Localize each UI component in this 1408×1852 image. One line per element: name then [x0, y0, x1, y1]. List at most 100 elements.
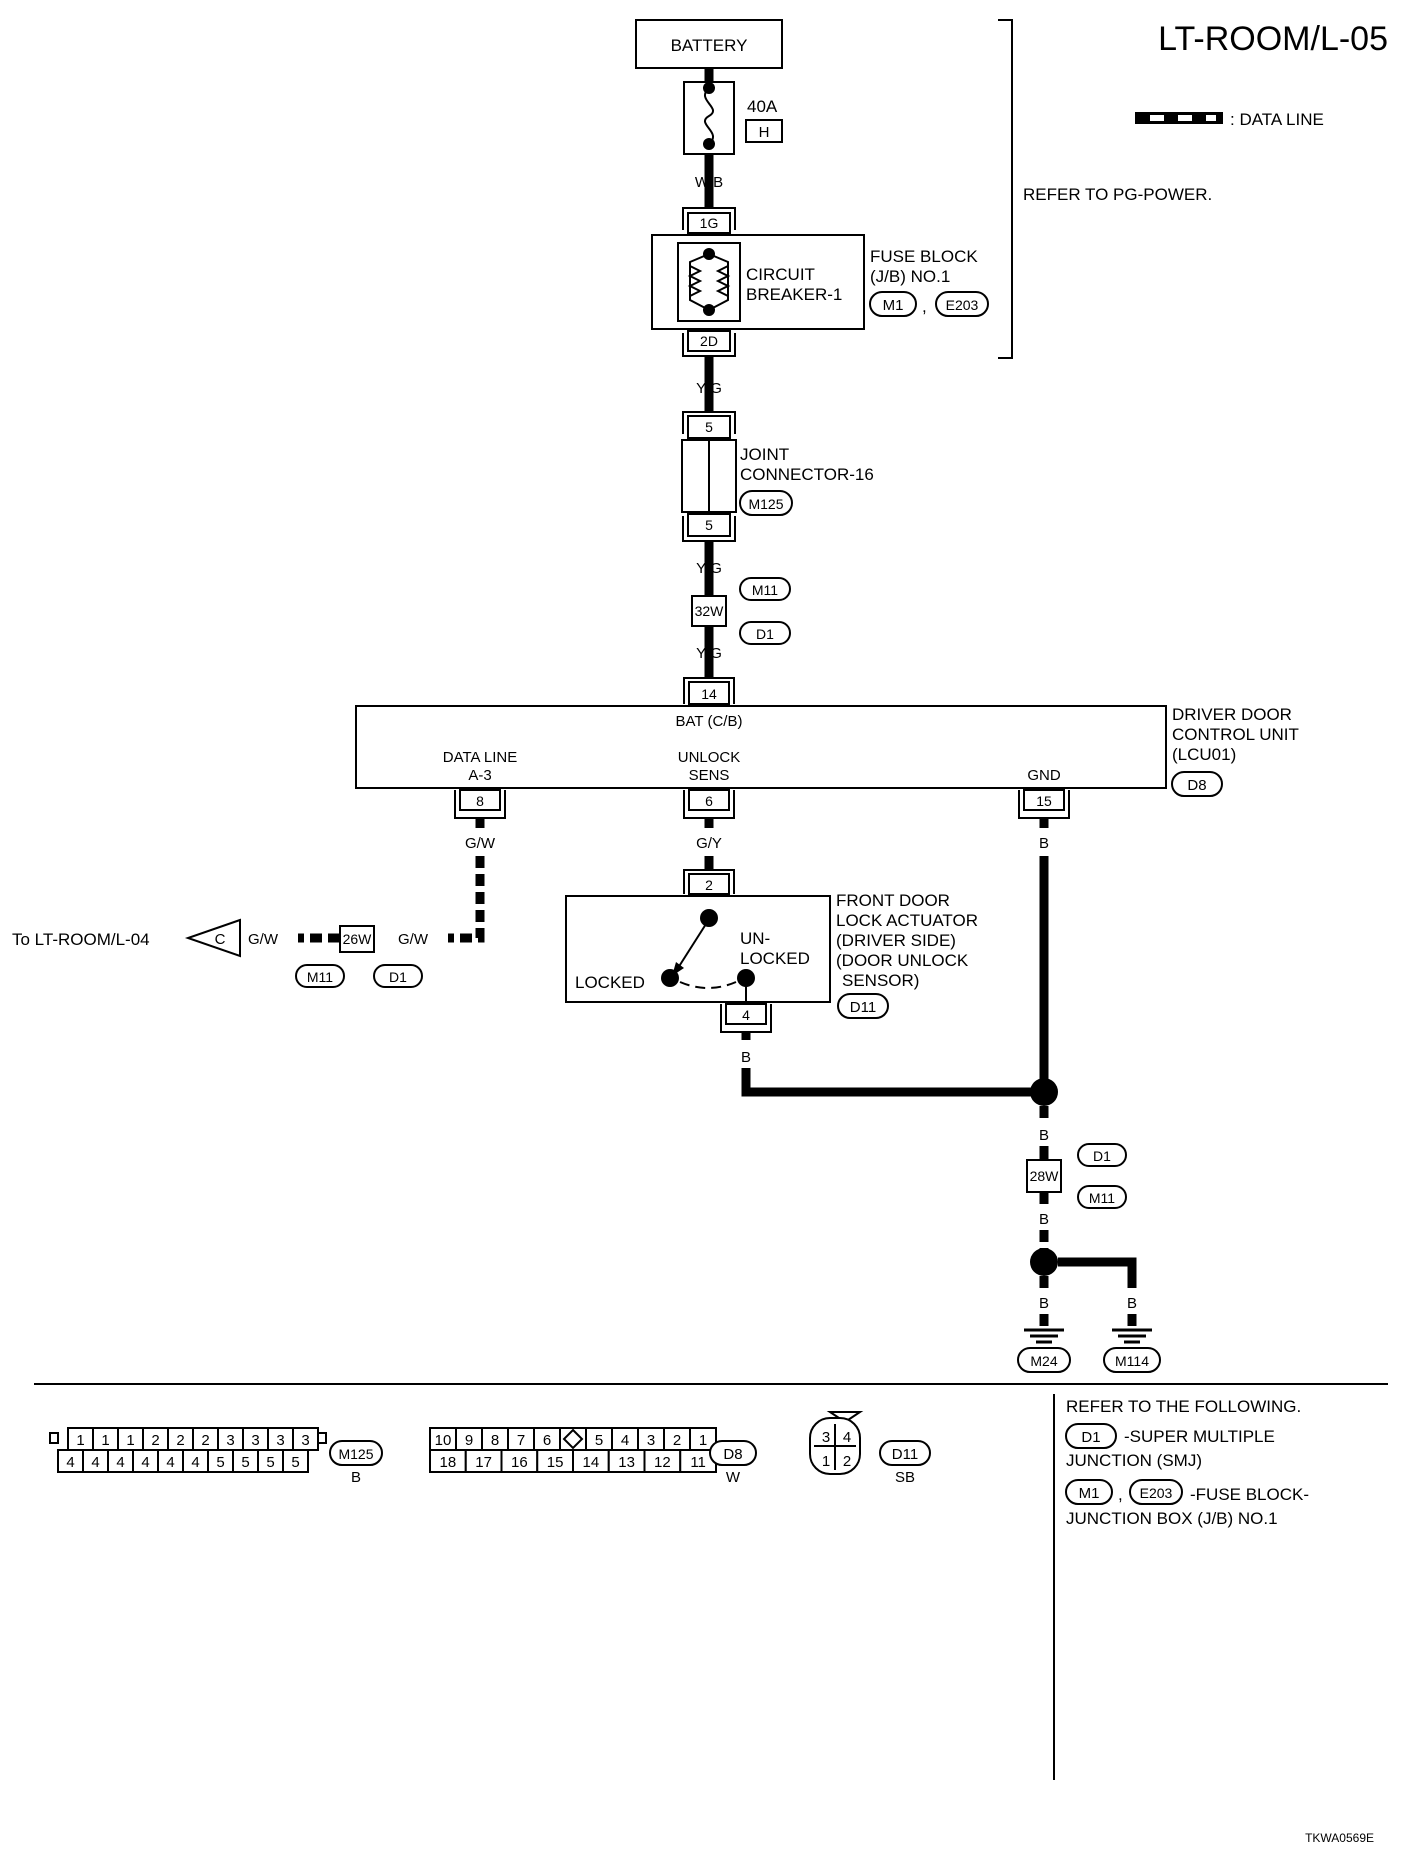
wire-color-wb: W/B	[695, 174, 723, 191]
actuator-name-3: (DRIVER SIDE)	[836, 931, 956, 950]
m125-pin-bottom: 4	[166, 1454, 174, 1471]
pin-1g: 1G	[700, 215, 719, 231]
ground-m114-badge	[1103, 1347, 1161, 1373]
splice-point-2	[1030, 1248, 1058, 1276]
lcu-name-2: CONTROL UNIT	[1172, 725, 1299, 744]
conn-d11-badge	[837, 993, 889, 1019]
refer-following-heading: REFER TO THE FOLLOWING.	[1066, 1397, 1301, 1416]
conn-d8-face: D8	[723, 1446, 742, 1463]
conn-comma: ,	[922, 297, 927, 316]
ground-m114: M114	[1115, 1353, 1149, 1369]
actuator-name-4: (DOOR UNLOCK	[836, 951, 969, 970]
conn-d1-32w: D1	[756, 626, 774, 642]
conn-d1-badge-28w	[1077, 1143, 1127, 1167]
conn-d8-color: W	[726, 1469, 741, 1486]
lcu-name-1: DRIVER DOOR	[1172, 705, 1292, 724]
refer-bracket	[998, 19, 1013, 359]
conn-d8: D8	[1187, 777, 1206, 794]
refer-fb-desc-2: JUNCTION BOX (J/B) NO.1	[1066, 1509, 1278, 1528]
conn-m1: M1	[883, 297, 904, 314]
ground-symbol-m24-icon	[1024, 1328, 1064, 1344]
joint-connector-label-2: CONNECTOR-16	[740, 465, 874, 484]
conn-m125: M125	[748, 496, 783, 512]
lcu-pin-6: 6	[705, 793, 713, 809]
conn-d11-color: SB	[895, 1469, 915, 1486]
conn-d1-badge-32w	[739, 621, 791, 645]
lcu-pin-15-box	[1023, 789, 1065, 811]
conn-m11-badge-32w	[739, 577, 791, 601]
refer-d1: D1	[1081, 1429, 1100, 1446]
refer-fb-desc-1: -FUSE BLOCK-	[1190, 1485, 1309, 1504]
conn-d1-26w: D1	[389, 969, 407, 985]
conn-m11-28w: M11	[1089, 1190, 1115, 1206]
circuit-breaker-icon	[687, 265, 731, 297]
conn-m125-color: B	[351, 1469, 361, 1486]
lcu-pin-8: 8	[476, 793, 484, 809]
refer-m1-badge	[1065, 1479, 1113, 1505]
m125-pin-top: 2	[151, 1432, 159, 1449]
wire-color-b-m24: B	[1039, 1295, 1049, 1312]
conn-d8-badge	[1171, 771, 1223, 797]
inline-26w: 26W	[343, 931, 373, 947]
m125-pin-bottom: 4	[91, 1454, 99, 1471]
lcu-pin-6-box	[688, 789, 730, 811]
wire-color-gw-left: G/W	[248, 931, 279, 948]
breaker-label-2: BREAKER-1	[746, 285, 842, 304]
wire-color-gw-right: G/W	[398, 931, 429, 948]
refer-m1: M1	[1079, 1485, 1100, 1502]
actuator-switch-icon	[679, 981, 737, 989]
wire-color-gw-vertical: G/W	[465, 835, 496, 852]
data-line-wire	[448, 856, 485, 943]
refer-d1-desc-2: JUNCTION (SMJ)	[1066, 1451, 1202, 1470]
m125-pin-top: 2	[201, 1432, 209, 1449]
refer-comma: ,	[1118, 1485, 1123, 1504]
actuator-pin-2: 2	[705, 877, 713, 893]
d8-pin-top: 9	[465, 1432, 473, 1449]
connector-d11-face: 3 4 1 2	[809, 1411, 864, 1475]
m125-pin-bottom: 4	[141, 1454, 149, 1471]
d8-pin-bottom: 12	[654, 1454, 671, 1471]
lcu-unlock-label-2: SENS	[689, 767, 730, 784]
footer-code: TKWA0569E	[1305, 1831, 1374, 1845]
m125-pin-bottom: 5	[241, 1454, 249, 1471]
actuator-name-5: SENSOR)	[842, 971, 919, 990]
d8-pin-bottom: 18	[440, 1454, 457, 1471]
conn-m1-badge	[869, 291, 917, 317]
wire-color-b-mid: B	[1039, 1127, 1049, 1144]
refer-d1-desc-1: -SUPER MULTIPLE	[1124, 1427, 1275, 1446]
actuator-unlocked-1: UN-	[740, 929, 770, 948]
conn-d11-face-badge	[879, 1440, 931, 1466]
conn-m125-face-badge	[329, 1440, 383, 1466]
lcu-unlock-label-1: UNLOCK	[678, 749, 741, 766]
d11-pin-4: 4	[843, 1429, 851, 1446]
d11-pin-2: 2	[843, 1453, 851, 1470]
d8-pin-top: 7	[517, 1432, 525, 1449]
d8-pin-top: 5	[595, 1432, 603, 1449]
actuator-unlocked-2: LOCKED	[740, 949, 810, 968]
wire-color-b-lower: B	[1039, 1211, 1049, 1228]
joint-connector-label-1: JOINT	[740, 445, 789, 464]
conn-d1-28w: D1	[1093, 1148, 1111, 1164]
fuse-block-label-1: FUSE BLOCK	[870, 247, 978, 266]
d8-pin-bottom: 11	[690, 1454, 706, 1471]
d8-pin-top: 4	[621, 1432, 629, 1449]
fuse-rating: 40A	[747, 97, 778, 116]
m125-pin-top: 3	[276, 1432, 284, 1449]
wire-color-b-m114: B	[1127, 1295, 1137, 1312]
fuse-letter: H	[759, 124, 770, 141]
actuator-name-2: LOCK ACTUATOR	[836, 911, 978, 930]
wire-color-b-gnd: B	[1039, 835, 1049, 852]
wire-color-yg-1: Y/G	[696, 380, 722, 397]
ground-symbol-m114-icon	[1112, 1328, 1152, 1344]
m125-pin-top: 1	[76, 1432, 84, 1449]
off-page-arrow-icon	[184, 918, 241, 958]
splice-point-1	[1030, 1078, 1058, 1106]
lcu-box	[355, 705, 1167, 789]
conn-m11-badge-26w	[295, 964, 345, 988]
to-lt-room-l04[interactable]: To LT-ROOM/L-04	[12, 930, 150, 949]
lcu-name-3: (LCU01)	[1172, 745, 1236, 764]
m125-pin-bottom: 5	[266, 1454, 274, 1471]
joint-pin-bottom: 5	[705, 517, 713, 533]
m125-pin-top: 3	[301, 1432, 309, 1449]
